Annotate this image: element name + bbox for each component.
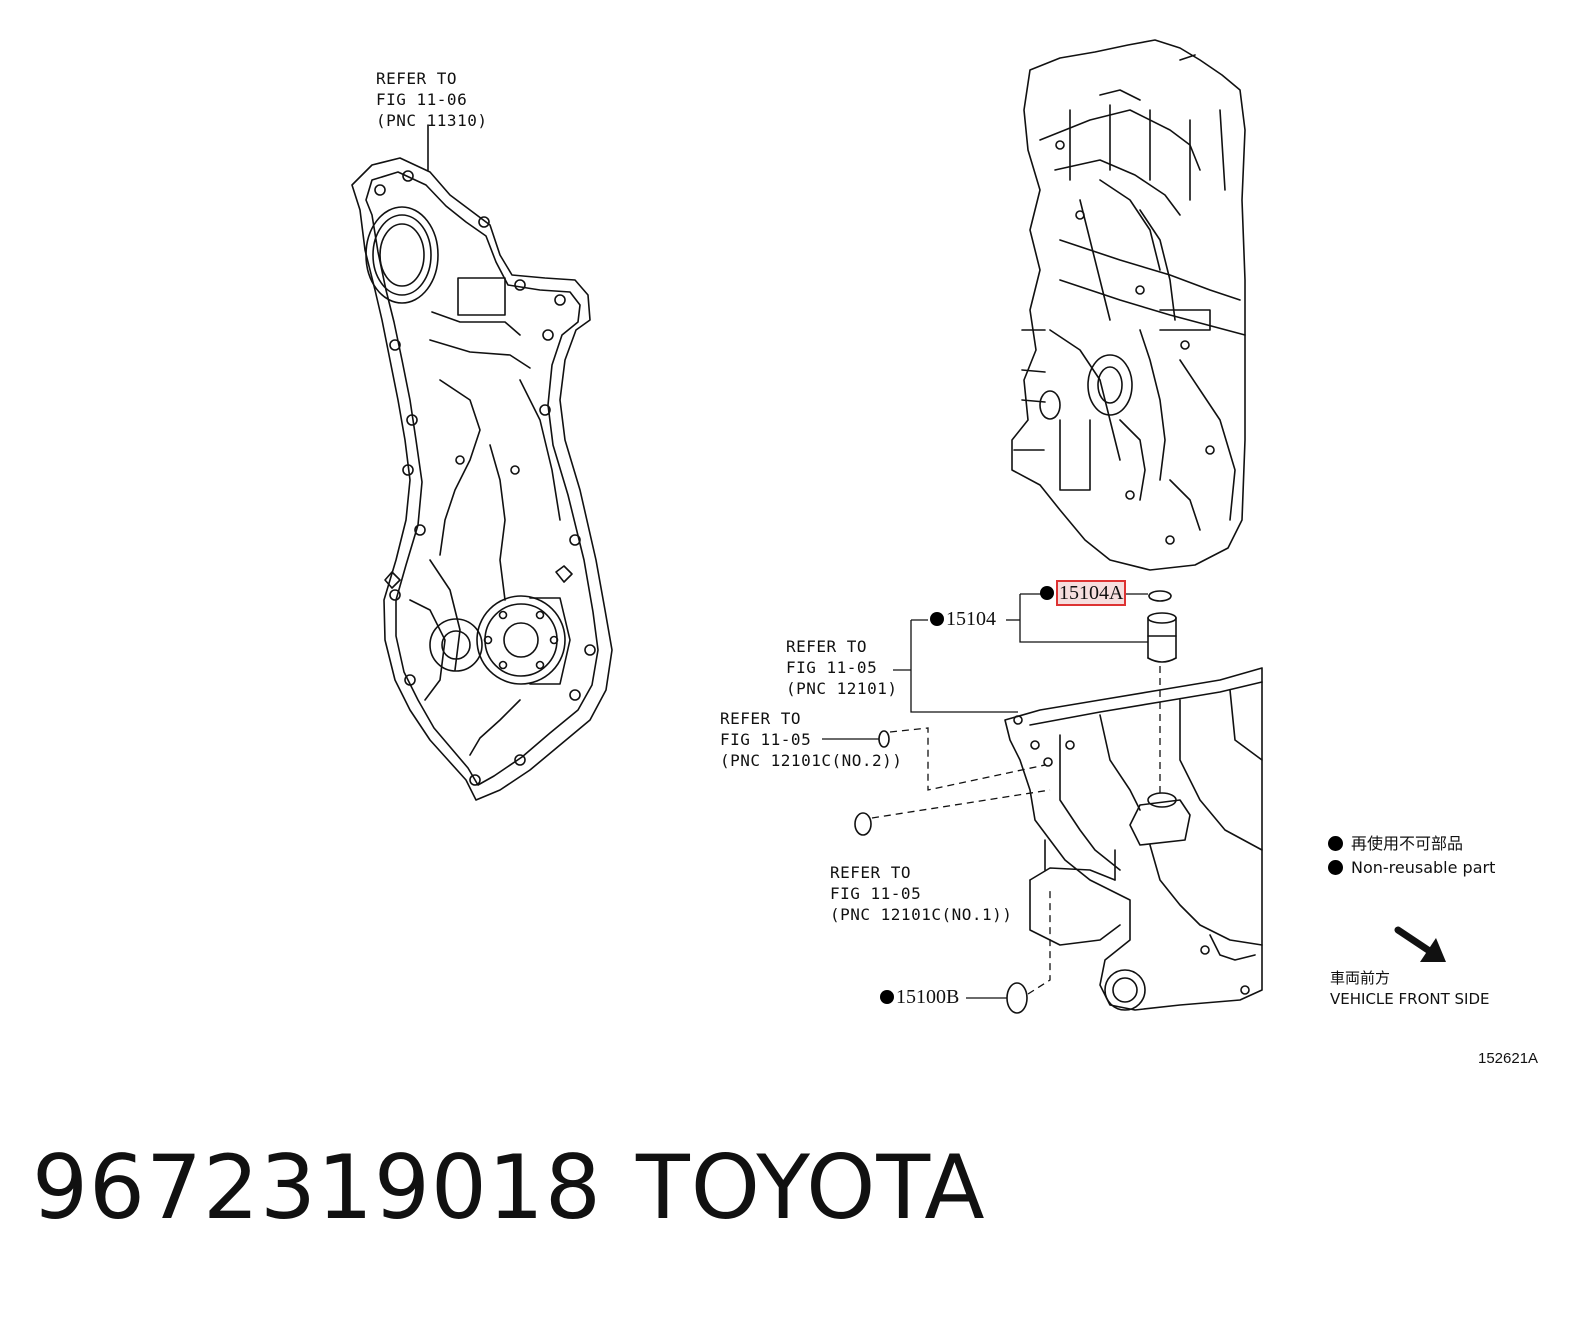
legend-ja-row: 再使用不可部品 (1328, 832, 1495, 856)
refer-no1-line2: FIG 11-05 (830, 884, 922, 903)
oil-pan-drawing (1004, 667, 1263, 1011)
legend-ja: 再使用不可部品 (1351, 834, 1464, 853)
vehicle-front-en: VEHICLE FRONT SIDE (1330, 990, 1490, 1008)
refer-mid: REFER TO FIG 11-05 (PNC 12101) (786, 636, 897, 699)
vehicle-front: 車両前方 VEHICLE FRONT SIDE (1330, 968, 1490, 1010)
part-15100b[interactable]: 15100B (880, 986, 959, 1009)
legend-en: Non-reusable part (1351, 858, 1496, 877)
refer-no1-line1: REFER TO (830, 863, 912, 882)
legend-dot-icon (1328, 860, 1343, 875)
leader-lines (822, 593, 1148, 999)
non-reusable-dot-icon (880, 990, 894, 1004)
part-15104[interactable]: 15104 (930, 608, 996, 631)
o-ring-15100b (1006, 982, 1028, 1014)
part-15100b-label: 15100B (896, 986, 960, 1008)
front-arrow-icon (1394, 926, 1446, 962)
dashed-guides (871, 666, 1161, 995)
legend-dot-icon (1328, 836, 1343, 851)
refer-no2: REFER TO FIG 11-05 (PNC 12101C(NO.2)) (720, 708, 902, 771)
oil-strainer-drawing (1147, 590, 1177, 663)
refer-no2-line1: REFER TO (720, 709, 802, 728)
refer-top-line2: FIG 11-06 (376, 90, 468, 109)
refer-no1: REFER TO FIG 11-05 (PNC 12101C(NO.1)) (830, 862, 1012, 925)
refer-mid-line3: (PNC 12101) (786, 679, 898, 698)
legend-en-row: Non-reusable part (1328, 856, 1495, 880)
part-15104a-label: 15104A (1056, 580, 1127, 606)
refer-top: REFER TO FIG 11-06 (PNC 11310) (376, 68, 487, 131)
non-reusable-dot-icon (930, 612, 944, 626)
legend: 再使用不可部品 Non-reusable part (1328, 832, 1495, 880)
engine-block-drawing (1011, 39, 1246, 571)
refer-top-line3: (PNC 11310) (376, 111, 488, 130)
refer-no2-line3: (PNC 12101C(NO.2)) (720, 751, 903, 770)
vehicle-front-ja: 車両前方 (1330, 969, 1391, 987)
non-reusable-dot-icon (1040, 586, 1054, 600)
refer-top-line1: REFER TO (376, 69, 458, 88)
refer-no2-line2: FIG 11-05 (720, 730, 812, 749)
footer-part-number: 9672319018 (32, 1136, 602, 1239)
part-15104-label: 15104 (946, 608, 996, 630)
refer-mid-line1: REFER TO (786, 637, 868, 656)
part-15104a[interactable]: 15104A (1040, 580, 1127, 606)
o-ring-no1 (854, 812, 872, 836)
refer-mid-line2: FIG 11-05 (786, 658, 878, 677)
refer-no1-line3: (PNC 12101C(NO.1)) (830, 905, 1013, 924)
illustration-id: 152621A (1478, 1050, 1539, 1067)
footer-brand: TOYOTA (636, 1136, 986, 1239)
timing-cover-drawing (351, 124, 613, 801)
